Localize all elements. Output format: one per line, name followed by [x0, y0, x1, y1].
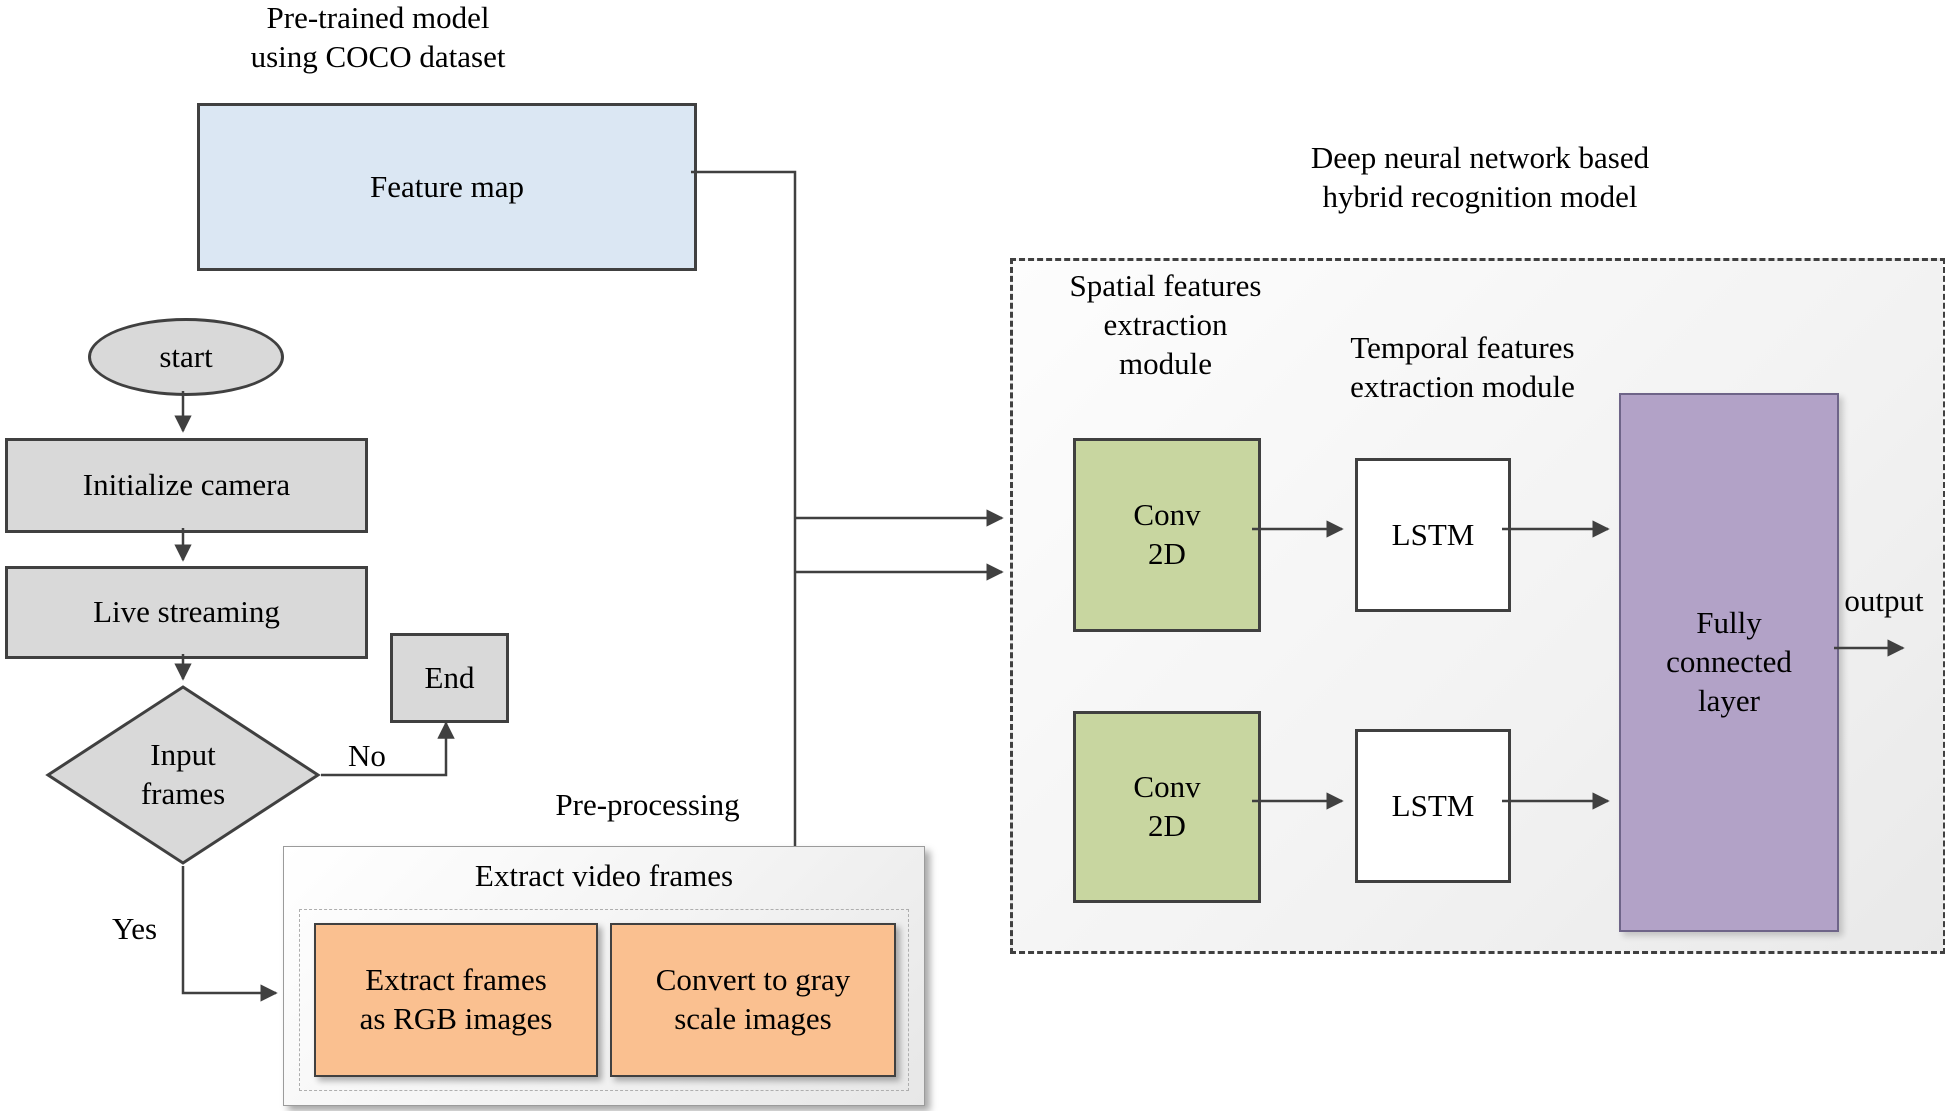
conv2d-bottom-box: Conv 2D	[1073, 711, 1261, 903]
conv2d-top-box: Conv 2D	[1073, 438, 1261, 632]
fully-connected-box: Fully connected layer	[1619, 393, 1839, 932]
temporal-features-label: Temporal features extraction module	[1350, 330, 1575, 404]
input-frames-label: Input frames	[140, 737, 226, 811]
line-featuremap-to-preprocessing	[691, 170, 797, 846]
preprocessing-inner-dashed-box: Extract frames as RGB images Convert to …	[299, 909, 909, 1091]
preprocessing-label: Pre-processing	[555, 787, 740, 822]
recognition-model-dashed-box: Spatial features extraction module Tempo…	[1010, 258, 1945, 954]
lstm-top-box: LSTM	[1355, 458, 1511, 612]
live-streaming-box: Live streaming	[5, 566, 368, 659]
no-branch-label: No	[348, 738, 386, 773]
recognition-model-title: Deep neural network based hybrid recogni…	[1310, 140, 1650, 214]
end-box: End	[390, 633, 509, 723]
diamond-shape	[45, 685, 321, 865]
convert-grayscale-box: Convert to gray scale images	[610, 923, 896, 1077]
pretrained-model-label: Pre-trained model using COCO dataset	[250, 0, 506, 74]
output-label: output	[1844, 583, 1924, 618]
preprocessing-group-box: Extract video frames Extract frames as R…	[283, 846, 925, 1106]
initialize-camera-box: Initialize camera	[5, 438, 368, 533]
extract-frames-rgb-box: Extract frames as RGB images	[314, 923, 598, 1077]
input-frames-decision: Input frames	[45, 685, 321, 865]
spatial-features-label: Spatial features extraction module	[1069, 268, 1262, 381]
start-node: start	[88, 318, 284, 396]
yes-branch-label: Yes	[112, 911, 158, 946]
feature-map-box: Feature map	[197, 103, 697, 271]
lstm-bottom-box: LSTM	[1355, 729, 1511, 883]
diamond-polygon	[45, 685, 321, 865]
extract-video-frames-title: Extract video frames	[474, 858, 734, 893]
